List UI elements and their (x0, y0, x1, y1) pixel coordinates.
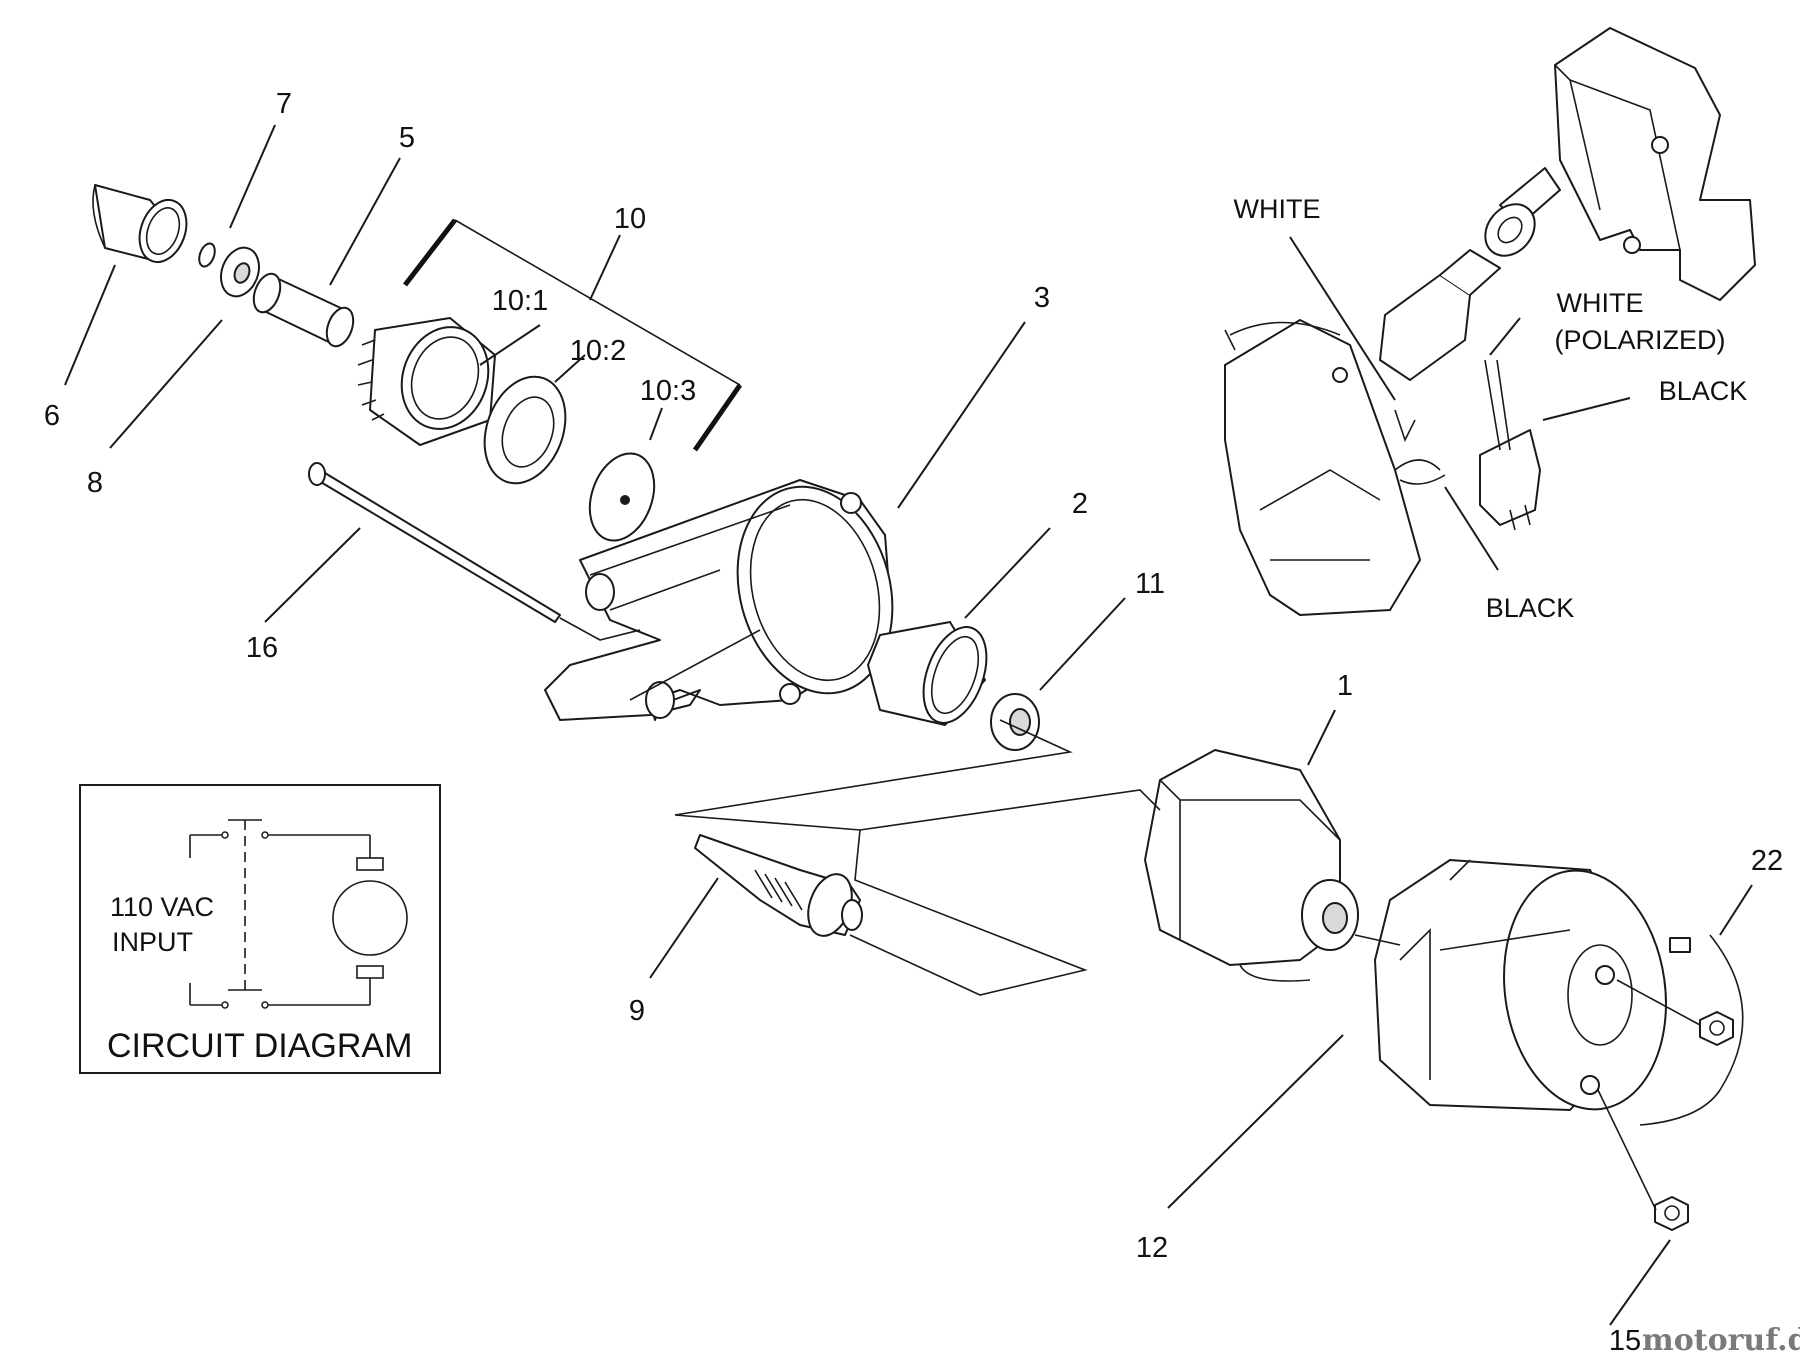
switch-box (1554, 27, 1756, 301)
callout-1: 1 (1337, 670, 1353, 702)
part-10-1-gear (357, 317, 496, 446)
wire-label-white-left: WHITE (1234, 194, 1321, 224)
callout-8: 8 (87, 467, 103, 499)
callout-10: 10 (614, 203, 646, 235)
part-10-2-ring (483, 375, 567, 485)
circuit-input-label: INPUT (112, 927, 193, 957)
part-22-clip (1639, 934, 1744, 1126)
circuit-diagram-title: CIRCUIT DIAGRAM (107, 1027, 412, 1065)
callout-3: 3 (1034, 282, 1050, 314)
part-7-snap-ring (198, 242, 216, 268)
part-6-cap (92, 184, 188, 263)
switch-plug (1479, 359, 1541, 531)
callout-10-1: 10:1 (492, 285, 548, 317)
callout-6: 6 (44, 400, 60, 432)
callout-15: 15 (1609, 1325, 1641, 1357)
callout-22: 22 (1751, 845, 1783, 877)
callout-10-3: 10:3 (640, 375, 696, 407)
wire-label-white-right: WHITE (1557, 288, 1644, 318)
part-9-shaft (694, 834, 863, 937)
callout-12: 12 (1136, 1232, 1168, 1264)
part-12-motor (1374, 859, 1667, 1111)
leader-lines (64, 124, 1753, 1326)
part-1-endcap (1144, 749, 1359, 982)
callout-2: 2 (1072, 488, 1088, 520)
wire-label-black-right: BLACK (1659, 376, 1748, 406)
switch-button (1379, 167, 1561, 381)
part-10-3-disc (588, 452, 656, 542)
callout-7: 7 (276, 88, 292, 120)
part-8-washer (220, 246, 260, 298)
wire-label-black-bottom: BLACK (1486, 593, 1575, 623)
circuit-input-voltage: 110 VAC (110, 892, 214, 922)
item-10-bracket (403, 218, 743, 452)
callout-9: 9 (629, 995, 645, 1027)
circuit-diagram: 110 VAC INPUT CIRCUIT DIAGRAM (79, 784, 441, 1074)
circuit-schematic (189, 819, 408, 1009)
assembly-guide-lines (674, 719, 1701, 1211)
wire-label-polarized: (POLARIZED) (1554, 325, 1725, 355)
callout-10-2: 10:2 (570, 335, 626, 367)
callout-5: 5 (399, 122, 415, 154)
callout-16: 16 (246, 632, 278, 664)
wire-labels: WHITE WHITE (POLARIZED) BLACK BLACK (1234, 194, 1748, 623)
part-5-sleeve (252, 272, 355, 348)
switch-housing (1224, 319, 1446, 616)
part-3-housing (544, 479, 894, 721)
watermark: motoruf.de (1642, 1323, 1800, 1358)
part-11-bushing (990, 693, 1040, 751)
part-15-nuts (1654, 1011, 1734, 1231)
callout-11: 11 (1135, 568, 1165, 600)
part-2-sleeve (867, 621, 988, 726)
part-16-bolt (308, 462, 641, 641)
callout-labels: 1 2 3 5 6 7 8 9 10 10:1 10:2 10:3 11 12 … (44, 88, 1783, 1357)
